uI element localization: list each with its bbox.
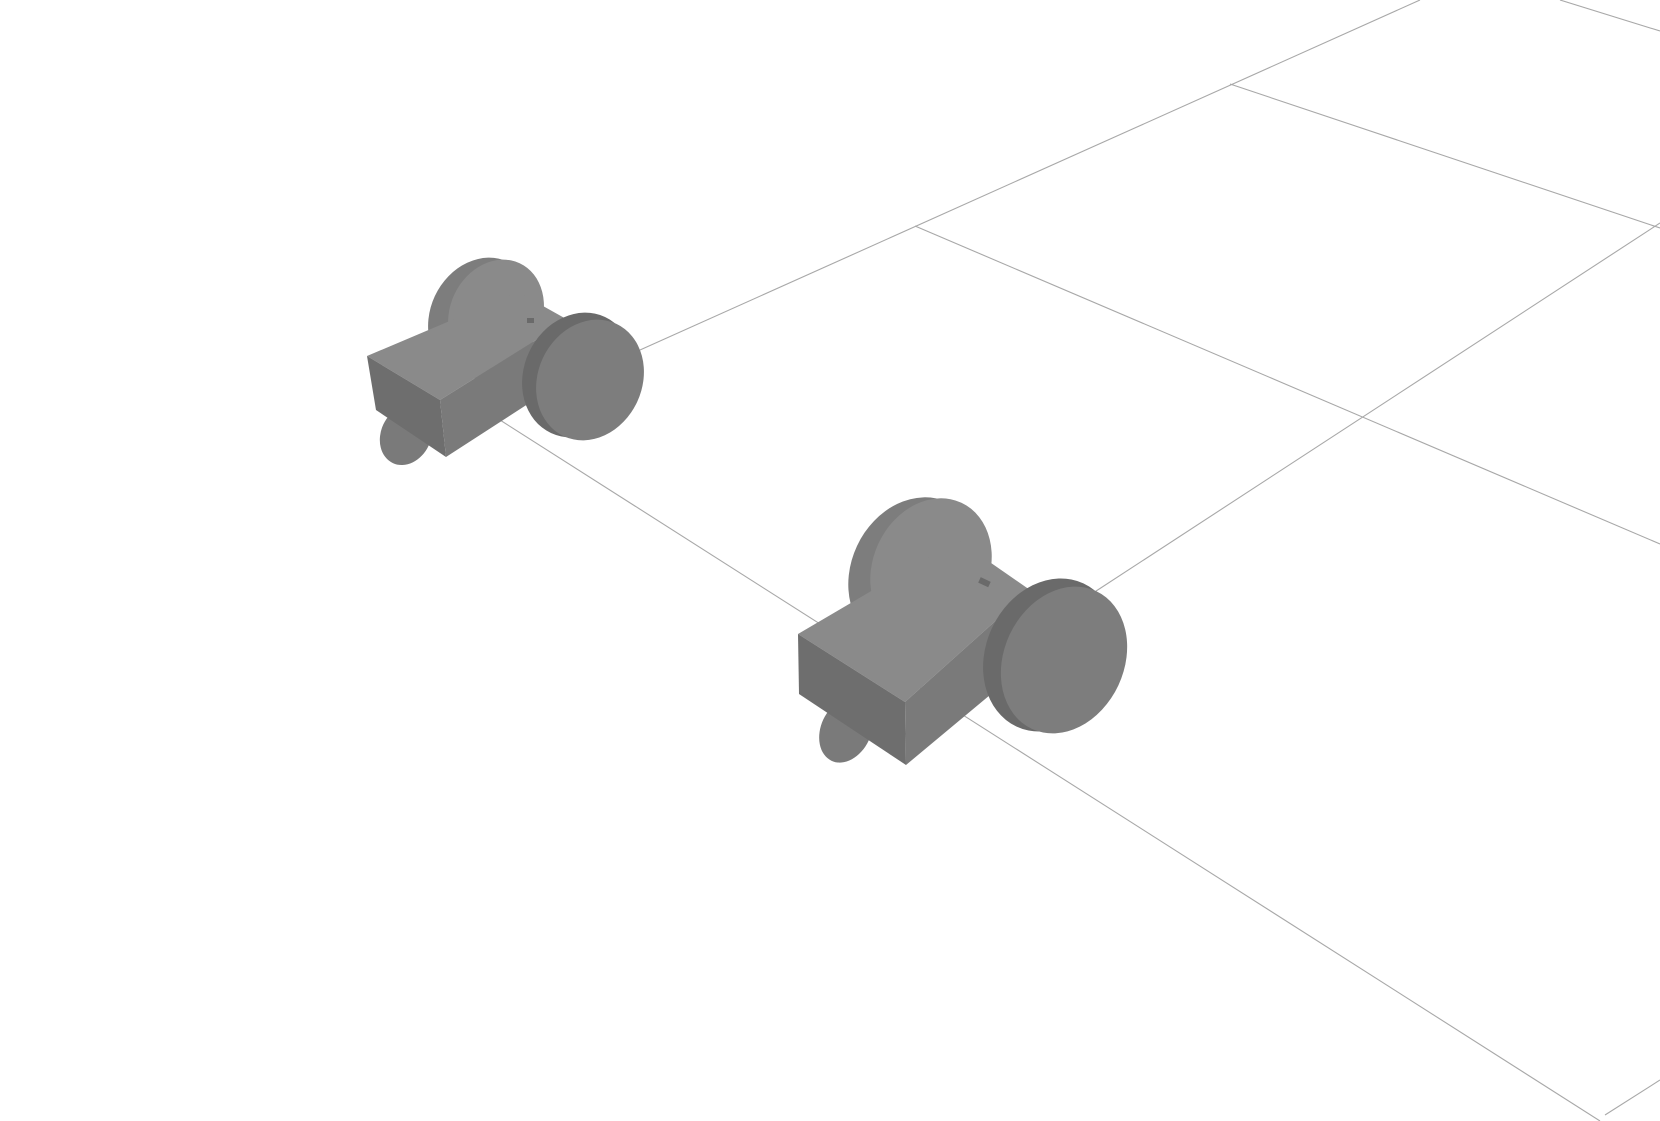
grid-line	[914, 225, 1660, 545]
wheel-front	[1000, 586, 1128, 734]
robot-body-left	[367, 356, 446, 457]
robot-center[interactable]	[798, 475, 1150, 771]
grid-line	[1229, 83, 1660, 229]
grid-line	[1604, 1079, 1660, 1116]
grid-line	[1559, 0, 1660, 32]
grid-line	[1089, 222, 1660, 596]
ground-grid	[499, 0, 1660, 1121]
wheel-front	[536, 319, 644, 441]
robot-body-left	[798, 634, 906, 765]
sensor-marker	[978, 577, 991, 588]
sensor-marker	[527, 318, 534, 323]
robot-body-top	[798, 540, 1030, 702]
robot-body-top	[367, 292, 568, 400]
grid-line	[499, 419, 1601, 1121]
robot-left[interactable]	[367, 240, 663, 474]
grid-line	[639, 0, 1421, 351]
